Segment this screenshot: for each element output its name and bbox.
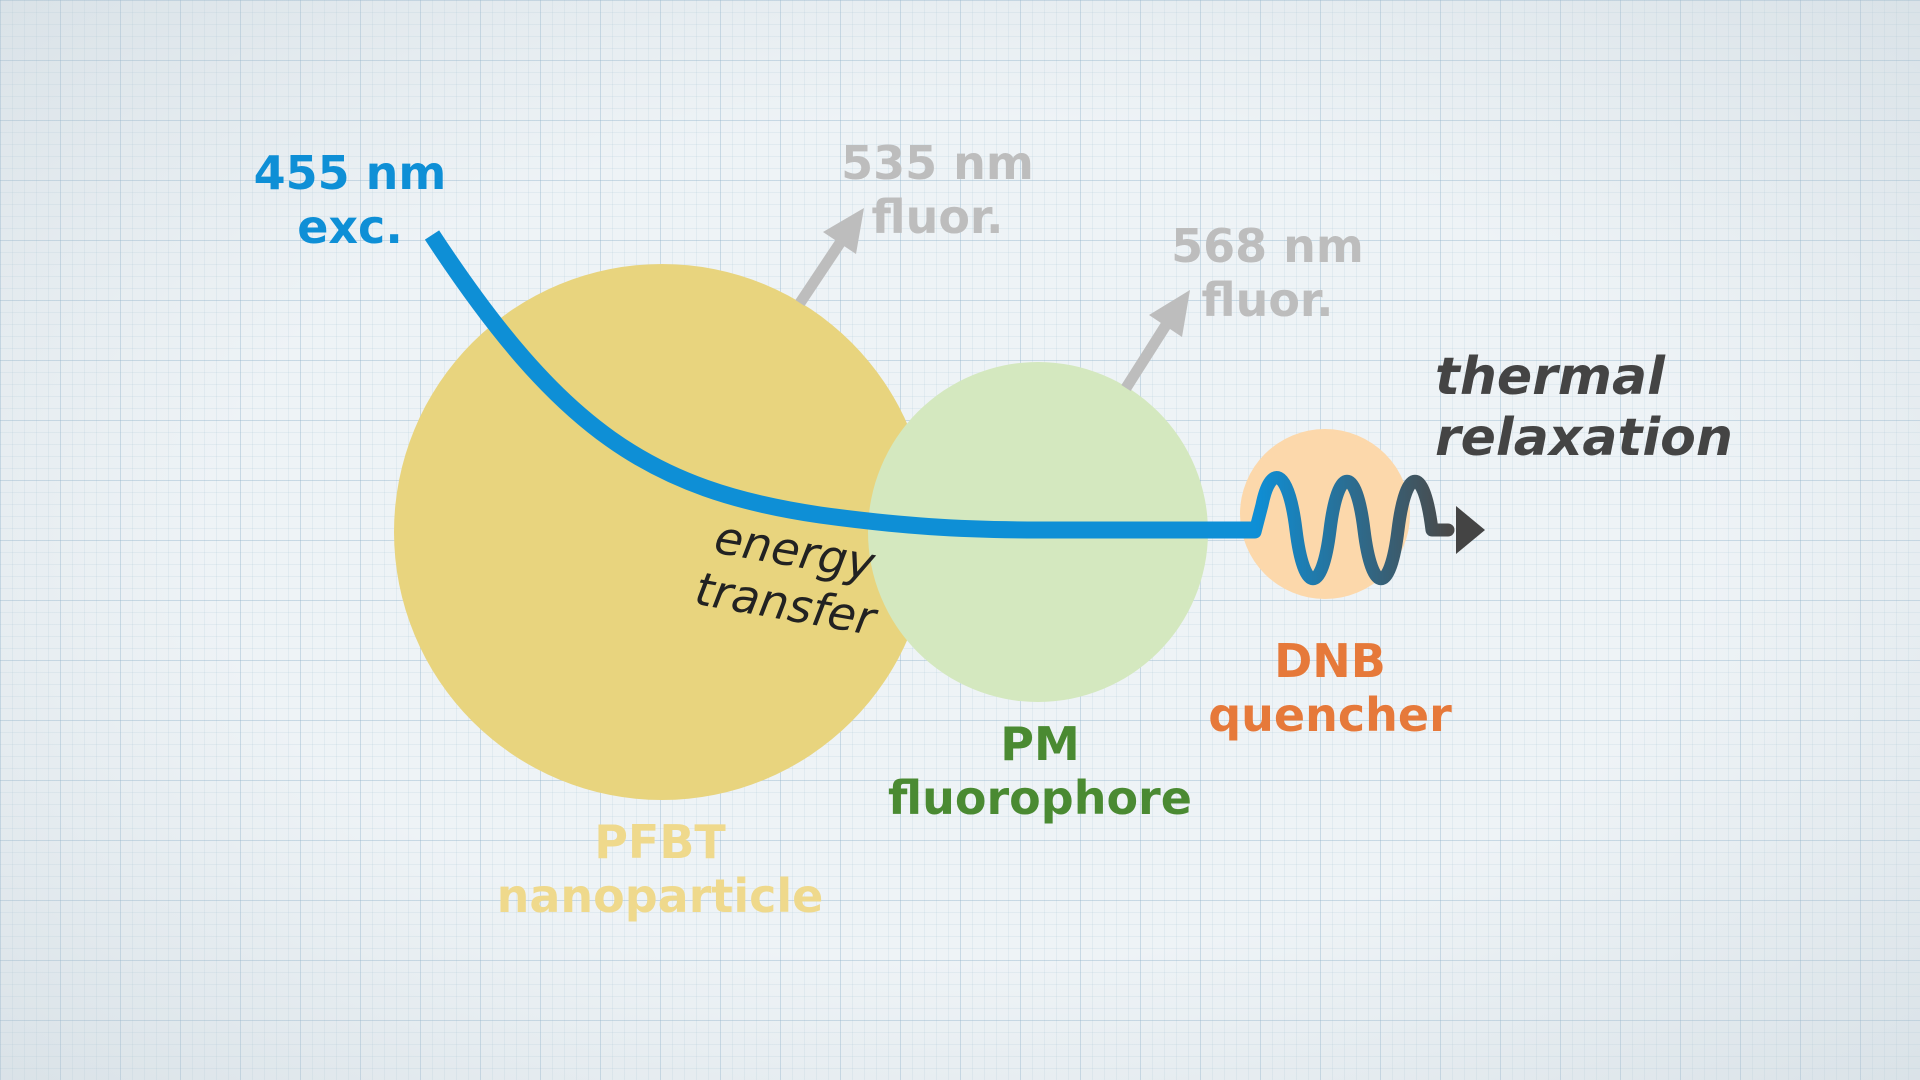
fluorescence-568-wavelength: 568 nm	[1171, 219, 1364, 273]
pfbt-nanoparticle-label: PFBT nanoparticle	[460, 815, 860, 924]
dnb-type: quencher	[1208, 688, 1452, 743]
excitation-path	[424, 230, 1255, 539]
thermal-arrow-head	[1456, 506, 1485, 554]
pm-fluorophore-label: PM fluorophore	[860, 717, 1220, 826]
relaxation-text: relaxation	[1435, 408, 1733, 469]
pm-name: PM	[1000, 717, 1080, 771]
fluorescence-535-text: fluor.	[871, 190, 1004, 245]
fluorescence-535-wavelength: 535 nm	[841, 136, 1034, 190]
excitation-label: 455 nm exc.	[245, 146, 455, 255]
fluorescence-568-label: 568 nm fluor.	[1160, 219, 1375, 328]
excitation-text: exc.	[297, 200, 403, 255]
pfbt-nanoparticle-circle	[394, 264, 930, 800]
thermal-relaxation-wave	[1248, 471, 1455, 585]
dnb-quencher-label: DNB quencher	[1180, 634, 1480, 743]
pfbt-name: PFBT	[594, 815, 726, 869]
fluorescence-568-text: fluor.	[1201, 273, 1334, 328]
pfbt-type: nanoparticle	[496, 869, 824, 924]
thermal-relaxation-label: thermal relaxation	[1435, 347, 1733, 470]
dnb-name: DNB	[1274, 634, 1386, 688]
fluorescence-535-label: 535 nm fluor.	[830, 136, 1045, 245]
excitation-wavelength: 455 nm	[253, 146, 447, 200]
pm-type: fluorophore	[888, 771, 1192, 826]
thermal-text: thermal	[1435, 347, 1665, 407]
fluorescence-535-arrow	[795, 208, 864, 307]
fluorescence-568-arrow	[1121, 290, 1190, 391]
